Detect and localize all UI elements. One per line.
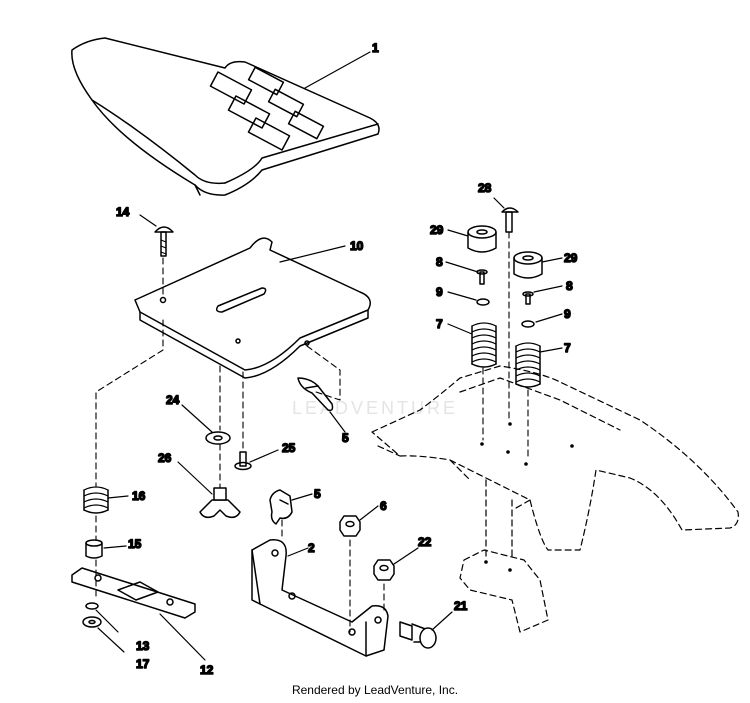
callout-8-right: 8 bbox=[566, 279, 573, 293]
callout-6: 6 bbox=[380, 499, 387, 513]
callout-17: 17 bbox=[136, 657, 150, 671]
callout-22: 22 bbox=[418, 535, 432, 549]
part-shoulder-bolt-21[interactable] bbox=[399, 611, 453, 649]
frame-hole bbox=[484, 560, 488, 564]
part-bolt-28[interactable] bbox=[493, 197, 519, 233]
part-pivot-plate-12[interactable] bbox=[71, 567, 206, 661]
part-screw-8-right[interactable] bbox=[522, 285, 563, 305]
part-bracket-2[interactable] bbox=[251, 539, 389, 657]
callout-7-left: 7 bbox=[436, 317, 443, 331]
frame-hole bbox=[480, 442, 484, 446]
part-seat-pan-10[interactable] bbox=[134, 237, 371, 379]
callout-13: 13 bbox=[136, 639, 150, 653]
part-nut-13[interactable] bbox=[85, 602, 119, 633]
part-screw-8-left[interactable] bbox=[445, 261, 488, 285]
part-spacer-29-right[interactable] bbox=[513, 251, 563, 279]
part-lockwasher-9-right[interactable] bbox=[521, 313, 563, 328]
callout-8-left: 8 bbox=[436, 255, 443, 269]
callout-16: 16 bbox=[132, 489, 146, 503]
part-lockwasher-9-left[interactable] bbox=[447, 291, 490, 306]
callout-9-right: 9 bbox=[564, 307, 571, 321]
callout-14: 14 bbox=[116, 205, 130, 219]
assembly-guide-lines bbox=[95, 231, 529, 633]
callout-26: 26 bbox=[158, 451, 172, 465]
part-nut-6[interactable] bbox=[339, 505, 379, 537]
part-knob-26[interactable] bbox=[177, 461, 241, 519]
callout-2: 2 bbox=[308, 541, 315, 555]
part-nut-22[interactable] bbox=[373, 547, 419, 581]
callout-7-right: 7 bbox=[564, 341, 571, 355]
callout-9-left: 9 bbox=[436, 285, 443, 299]
part-spring-16[interactable] bbox=[83, 486, 129, 514]
render-credit: Rendered by LeadVenture, Inc. bbox=[291, 683, 459, 697]
frame-hole bbox=[570, 444, 574, 448]
part-clip-5-upper[interactable] bbox=[297, 377, 346, 433]
part-bolt-25[interactable] bbox=[234, 449, 279, 471]
frame-hole bbox=[508, 422, 512, 426]
callout-15: 15 bbox=[128, 537, 142, 551]
callout-5-lower: 5 bbox=[314, 487, 321, 501]
callout-21: 21 bbox=[454, 599, 468, 613]
callout-29-left: 29 bbox=[430, 223, 444, 237]
callout-28: 28 bbox=[478, 181, 492, 195]
callout-1: 1 bbox=[372, 41, 379, 55]
frame-hole bbox=[524, 462, 528, 466]
part-washer-24[interactable] bbox=[181, 404, 231, 445]
callout-25: 25 bbox=[282, 441, 296, 455]
callout-12: 12 bbox=[200, 663, 214, 677]
part-spring-7-right[interactable] bbox=[515, 342, 563, 388]
part-bushing-15[interactable] bbox=[85, 539, 127, 559]
callout-24: 24 bbox=[166, 393, 180, 407]
frame-hole bbox=[508, 568, 512, 572]
part-seat[interactable] bbox=[71, 37, 380, 196]
callout-10: 10 bbox=[350, 239, 364, 253]
frame-hole bbox=[506, 450, 510, 454]
part-clip-5-lower[interactable] bbox=[269, 489, 313, 525]
callout-5-upper: 5 bbox=[342, 431, 349, 445]
part-washer-17[interactable] bbox=[82, 616, 125, 653]
part-spacer-29-left[interactable] bbox=[447, 225, 497, 253]
callout-29-right: 29 bbox=[564, 251, 578, 265]
part-spring-7-left[interactable] bbox=[447, 322, 497, 368]
part-carriage-bolt-14[interactable] bbox=[139, 214, 174, 257]
part-fender-dashed bbox=[371, 365, 739, 633]
